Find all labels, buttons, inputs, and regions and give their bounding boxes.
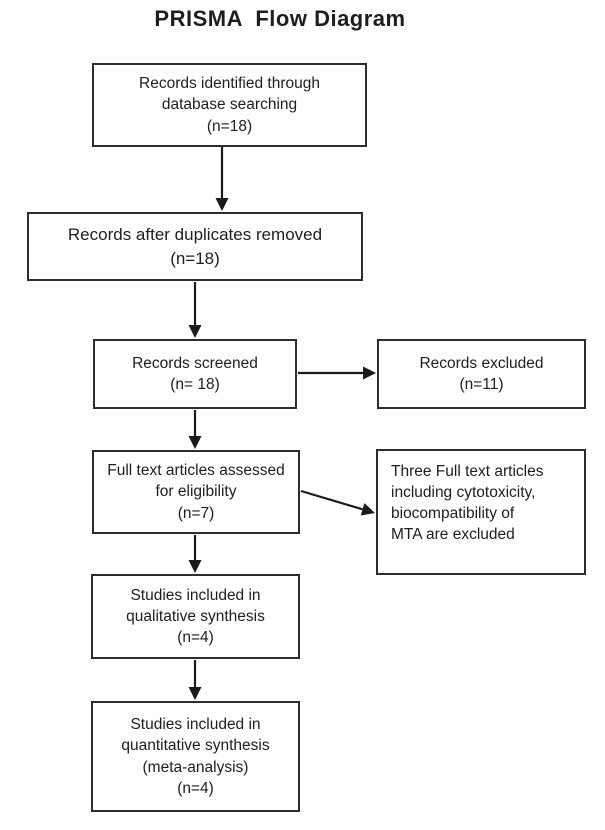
- box-quantitative-synthesis-text: Studies included in quantitative synthes…: [121, 716, 270, 797]
- box-records-screened: Records screened (n= 18): [93, 339, 297, 409]
- box-records-identified: Records identified through database sear…: [92, 63, 367, 147]
- box-fulltext-excluded-text: Three Full text articles including cytot…: [391, 463, 544, 544]
- box-records-excluded-text: Records excluded (n=11): [419, 354, 544, 393]
- arrow-assessed-to-qualitative: [188, 535, 202, 573]
- box-fulltext-assessed-text: Full text articles assessed for eligibil…: [107, 462, 285, 522]
- arrow-duplicates-to-screened: [188, 282, 202, 338]
- box-qualitative-synthesis: Studies included in qualitative synthesi…: [91, 574, 300, 659]
- arrow-screened-to-excluded: [298, 366, 376, 380]
- arrow-identified-to-duplicates: [215, 147, 229, 211]
- box-duplicates-removed: Records after duplicates removed (n=18): [27, 212, 363, 281]
- diagram-title: PRISMA Flow Diagram: [154, 6, 406, 31]
- arrow-screened-to-assessed: [188, 410, 202, 449]
- box-records-excluded: Records excluded (n=11): [377, 339, 586, 409]
- arrow-qualitative-to-quantitative: [188, 660, 202, 700]
- box-qualitative-synthesis-text: Studies included in qualitative synthesi…: [126, 586, 265, 647]
- box-fulltext-excluded: Three Full text articles including cytot…: [376, 449, 586, 575]
- arrow-assessed-to-fulltext-excluded: [300, 489, 375, 516]
- box-fulltext-assessed: Full text articles assessed for eligibil…: [92, 450, 300, 534]
- box-quantitative-synthesis: Studies included in quantitative synthes…: [91, 701, 300, 812]
- box-records-identified-text: Records identified through database sear…: [139, 75, 320, 135]
- box-duplicates-removed-text: Records after duplicates removed (n=18): [67, 225, 323, 268]
- box-records-screened-text: Records screened (n= 18): [132, 354, 258, 393]
